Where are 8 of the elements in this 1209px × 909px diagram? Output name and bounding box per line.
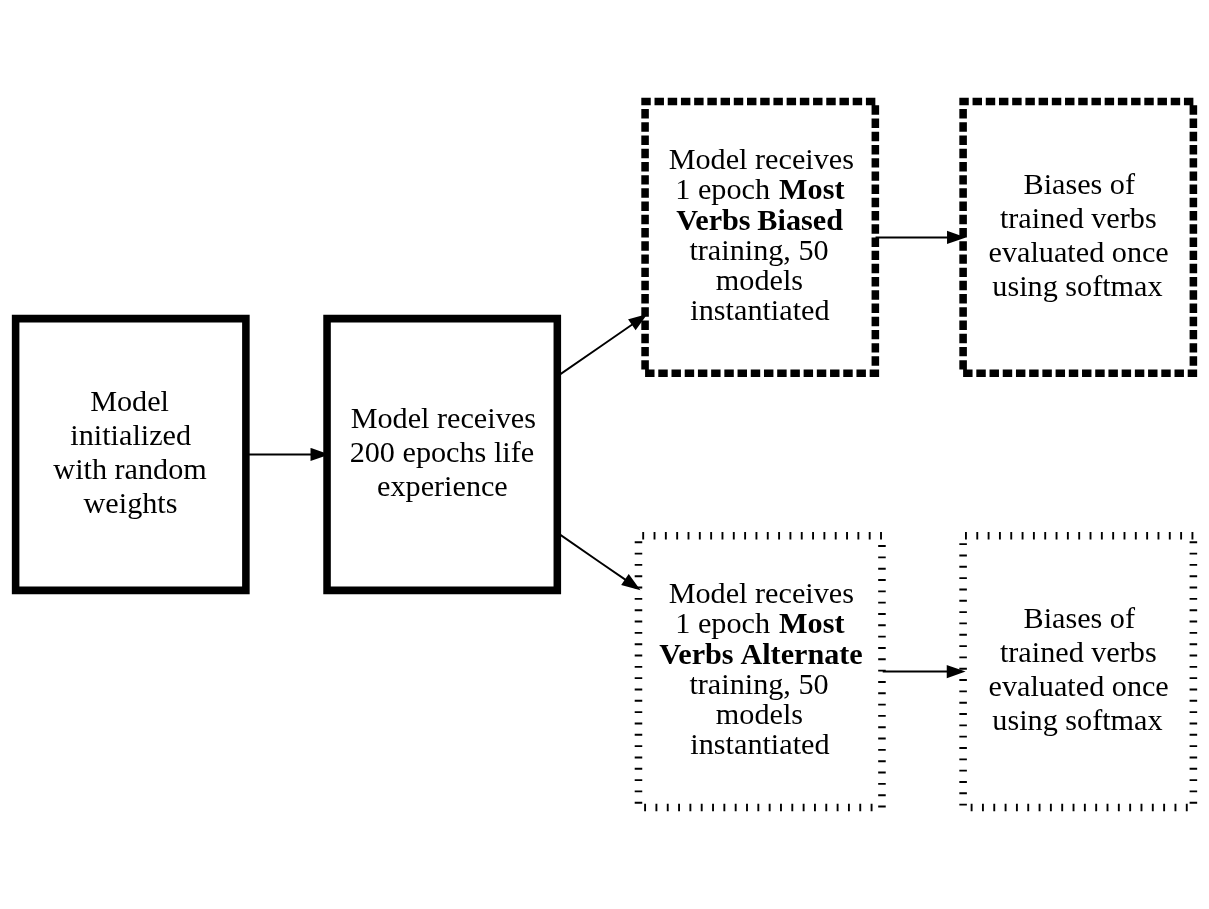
arrow bbox=[881, 664, 966, 679]
node-box: Model receives 1 epoch Most Verbs Alternate training, 50 models instantiated bbox=[634, 531, 886, 812]
node-box: Model receives 1 epoch Most Verbs Biased training, 50 models instantiated bbox=[641, 97, 880, 378]
node-box: Biases of trained verbs evaluated once using softmax bbox=[959, 97, 1198, 378]
node-box: Model initialized with random weights bbox=[11, 314, 250, 595]
node-box: Model receives 200 epochs life experience bbox=[323, 314, 562, 595]
node-box: Biases of trained verbs evaluated once using softmax bbox=[959, 531, 1198, 812]
arrow bbox=[874, 230, 966, 245]
